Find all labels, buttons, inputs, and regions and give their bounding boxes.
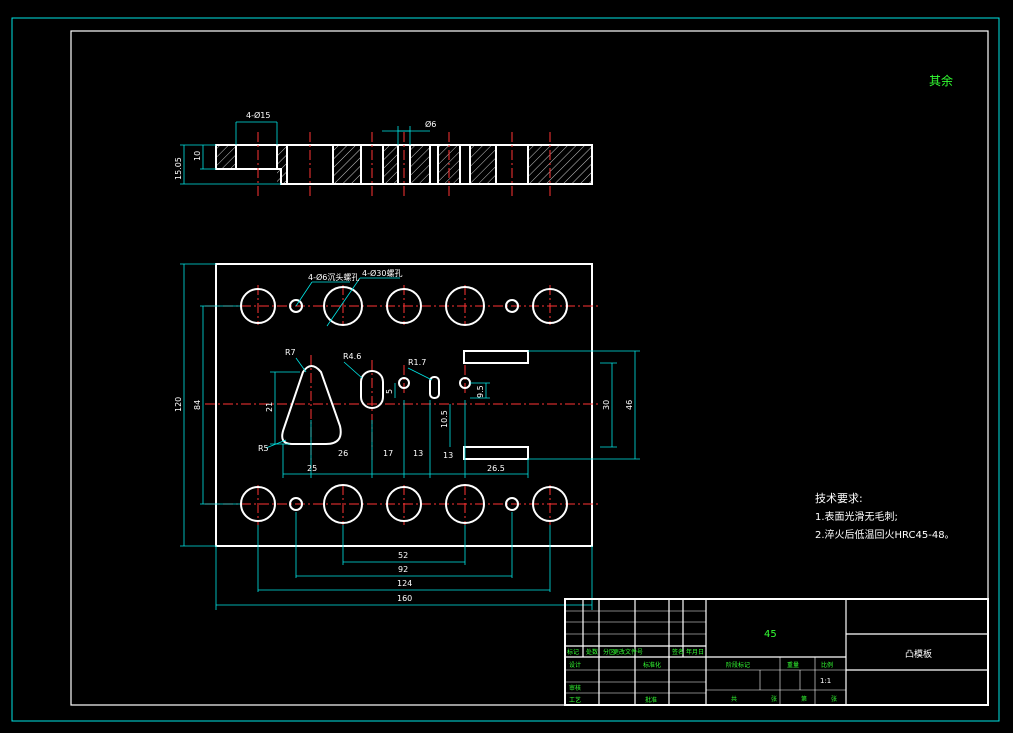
sheet-label-sheets: 张 <box>771 695 777 703</box>
screw-hole-bottom-right <box>505 497 519 511</box>
dim-row-5: 13 <box>443 451 453 460</box>
rect-slot-bottom <box>463 446 529 460</box>
row-label-5: 签名 <box>672 648 684 656</box>
scale-value: 1:1 <box>820 677 831 685</box>
hole-top-1 <box>240 288 276 324</box>
plan-holes <box>240 286 568 524</box>
small-slot <box>429 376 440 399</box>
sheet-outer-border <box>11 17 1000 722</box>
side-hatch-3 <box>333 145 361 184</box>
left-label-standard: 标准化 <box>643 661 661 669</box>
left-label-approve: 批准 <box>645 696 657 704</box>
sheet-label-no: 第 <box>801 695 807 703</box>
hole-top-5 <box>532 288 568 324</box>
material-label: 45 <box>764 629 777 640</box>
row-label-1: 标记 <box>567 648 579 656</box>
punch-cavity <box>281 365 342 445</box>
dim-bottom-92: 92 <box>398 565 408 574</box>
dim-cavity-height: 21 <box>265 402 274 412</box>
dim-bottom-52: 52 <box>398 551 408 560</box>
label-r-small: R1.7 <box>408 358 426 367</box>
callout-threaded-holes: 4-Ø30螺孔 <box>362 268 402 278</box>
tech-req-title: 技术要求: <box>815 492 863 505</box>
sheet-label-total: 共 <box>731 695 737 703</box>
title-block-grid <box>565 599 988 705</box>
hole-top-2 <box>323 286 363 326</box>
hole-top-3 <box>386 288 422 324</box>
pin-hole-1 <box>398 377 410 389</box>
corner-mark: 其余 <box>929 73 953 88</box>
dim-row-6: 26.5 <box>487 464 505 473</box>
dim-right-inner: 30 <box>602 400 611 410</box>
side-callout-center: Ø6 <box>425 119 436 129</box>
row-label-4: 更改文件号 <box>613 648 643 656</box>
left-label-design: 设计 <box>569 661 581 669</box>
hole-bottom-3 <box>386 486 422 522</box>
title-block-thin-lines <box>565 610 846 705</box>
left-label-review: 审核 <box>569 684 581 692</box>
technical-requirements: 技术要求: 1.表面光滑无毛刺; 2.淬火后低温回火HRC45-48。 <box>815 492 955 541</box>
oblong-slot <box>360 370 384 409</box>
dim-row-2: 26 <box>338 449 348 458</box>
side-dim-height-inner: 10 <box>193 151 202 161</box>
sheet-label-sheet: 张 <box>831 695 837 703</box>
plan-dimensions <box>180 263 640 610</box>
side-hatch-8 <box>528 145 592 184</box>
label-r-slot: R4.6 <box>343 352 361 361</box>
side-dimensions <box>180 121 430 185</box>
plan-center-lines <box>205 285 600 525</box>
hole-bottom-2 <box>323 484 363 524</box>
sheet-inner-border <box>70 30 989 706</box>
mid-label-stage: 阶段标记 <box>726 661 750 669</box>
dim-small-b: 10.5 <box>440 410 449 428</box>
dim-small-a: 5 <box>385 389 394 394</box>
label-r-large: R7 <box>285 348 296 357</box>
side-hatch-7 <box>470 145 496 184</box>
side-dim-height-outer: 15.05 <box>174 157 183 180</box>
label-r-corner: R5 <box>258 444 269 453</box>
rect-slot-top <box>463 350 529 364</box>
callout-screw-holes: 4-Ø6沉头螺孔 <box>308 272 359 282</box>
side-hatch-2 <box>277 145 287 184</box>
dim-row-4: 13 <box>413 449 423 458</box>
left-label-process: 工艺 <box>569 696 581 704</box>
tech-req-line-2: 2.淬火后低温回火HRC45-48。 <box>815 528 955 541</box>
plan-view: 4-Ø6沉头螺孔 4-Ø30螺孔 R7 R4.6 R1.7 R5 120 84 … <box>174 263 640 610</box>
screw-hole-bottom-left <box>289 497 303 511</box>
dim-row-1: 25 <box>307 464 317 473</box>
side-cut-lines <box>235 145 529 184</box>
title-block: 45 凸模板 1:1 标记 处数 分区 更改文件号 签名 年月日 设计 标准化 … <box>564 598 989 706</box>
mid-label-weight: 重量 <box>787 661 799 669</box>
dim-right-outer: 46 <box>625 400 634 410</box>
side-view: 4-Ø15 Ø6 15.05 10 <box>174 110 593 196</box>
hole-top-4 <box>445 286 485 326</box>
dim-row-3: 17 <box>383 449 393 458</box>
tech-req-line-1: 1.表面光滑无毛刺; <box>815 510 898 523</box>
row-label-2: 处数 <box>586 648 598 656</box>
side-hatch-5 <box>410 145 430 184</box>
row-label-3: 分区 <box>603 648 615 656</box>
title-block-frame <box>564 598 989 706</box>
screw-hole-top-left <box>289 299 303 313</box>
plan-outline <box>215 263 593 547</box>
hole-bottom-1 <box>240 486 276 522</box>
side-center-lines <box>257 132 551 196</box>
hole-bottom-5 <box>532 486 568 522</box>
dim-left-inner: 84 <box>193 400 202 410</box>
side-hatch-1 <box>216 145 236 169</box>
screw-hole-top-right <box>505 299 519 313</box>
dim-bottom-124: 124 <box>397 579 412 588</box>
dim-small-c: 9.5 <box>476 385 485 398</box>
part-name: 凸模板 <box>905 648 932 660</box>
mid-label-scale: 比例 <box>821 661 833 669</box>
hole-bottom-4 <box>445 484 485 524</box>
dim-left-outer: 120 <box>174 397 183 412</box>
side-hatch-4 <box>383 145 398 184</box>
dim-bottom-160: 160 <box>397 594 412 603</box>
side-callout-holes: 4-Ø15 <box>246 110 270 120</box>
row-label-6: 年月日 <box>686 648 704 656</box>
